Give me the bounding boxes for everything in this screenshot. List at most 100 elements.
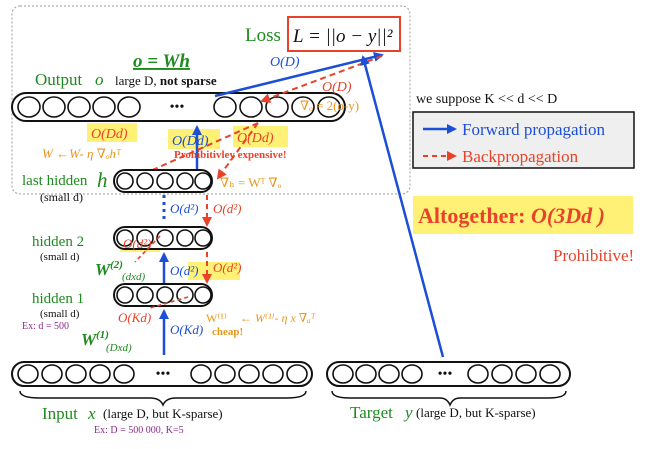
grad-o: ∇ₒ = 2(o-y)	[300, 98, 359, 113]
input-var: x	[87, 404, 96, 423]
loss-formula: L = ||o − y||²	[292, 26, 393, 47]
w1-dims: (Dxd)	[106, 342, 132, 354]
neuron	[194, 286, 212, 304]
neuron	[239, 96, 263, 118]
summary-prefix: Altogether:	[418, 203, 531, 228]
w2-sup: (2)	[110, 259, 123, 271]
neuron	[214, 364, 236, 384]
target-desc: (large D, but K-sparse)	[416, 405, 536, 420]
output-region-box	[11, 5, 411, 195]
neuron	[65, 364, 87, 384]
last-hidden-sub: (small d)	[40, 190, 83, 204]
cheap-note: cheap!	[212, 326, 243, 338]
hidden2-label: hidden 2	[32, 234, 84, 250]
neuron	[265, 96, 289, 118]
output-desc: large D, not sparse	[115, 73, 217, 88]
neuron	[117, 96, 141, 118]
neuron	[467, 364, 489, 384]
cost-d2-fwd: O(d²)	[170, 201, 198, 216]
cost-h2-back-right: O(d²)	[213, 260, 241, 275]
target-label: Target	[350, 403, 393, 422]
output-var: o	[95, 70, 104, 89]
last-hidden-label: last hidden	[22, 173, 88, 189]
w1-symbol: W(1)	[81, 329, 109, 349]
w1-update: ← W⁽¹⁾- η x ∇ₐᵀ	[240, 311, 316, 325]
neuron	[17, 96, 41, 118]
backward-arrow-output-to-weights	[128, 122, 259, 182]
output-equation: o = Wh	[133, 51, 190, 72]
neuron	[190, 364, 212, 384]
neuron	[262, 364, 284, 384]
hidden1-layer	[113, 283, 213, 307]
cost-dd-left: O(Dd)	[91, 127, 128, 142]
neuron	[378, 364, 400, 384]
neuron	[176, 286, 194, 304]
neuron	[89, 364, 111, 384]
input-brace	[19, 390, 307, 407]
neuron	[238, 364, 260, 384]
w2-sym: W	[95, 260, 112, 279]
neuron	[515, 364, 537, 384]
highlight-dd-mid	[168, 129, 220, 149]
output-layer: •••	[11, 92, 346, 122]
target-layer: •••	[326, 361, 571, 387]
weight-update-output: W ←W- η ∇ₒhᵀ	[42, 146, 122, 161]
target-brace	[331, 390, 567, 407]
neuron	[136, 229, 154, 247]
forward-arrow-output-to-loss	[214, 52, 384, 98]
neuron	[491, 364, 513, 384]
neuron	[156, 229, 174, 247]
neuron	[194, 229, 212, 247]
input-desc: (large D, but K-sparse)	[103, 406, 223, 421]
input-layer-frame	[11, 361, 313, 387]
neuron	[332, 364, 354, 384]
neuron	[176, 172, 194, 190]
highlight-dd-left	[87, 123, 137, 142]
neuron	[213, 96, 237, 118]
output-desc-bold: not sparse	[160, 73, 217, 88]
highlight-dd-right	[233, 126, 288, 147]
last-hidden-layer	[113, 169, 213, 193]
neuron	[317, 96, 341, 118]
cost-forward-loss: O(D)	[270, 55, 300, 70]
cost-h2-fwd: O(d²)	[170, 263, 198, 278]
legend-backward-label: Backpropagation	[462, 147, 579, 166]
w1-sup: (1)	[96, 329, 109, 341]
neuron	[176, 229, 194, 247]
ellipsis-dots: •••	[170, 100, 185, 115]
last-hidden-var: h	[97, 168, 108, 192]
output-desc-prefix: large D,	[115, 73, 160, 88]
neuron	[286, 364, 308, 384]
neuron	[156, 172, 174, 190]
cost-h2-back: O(d²)	[123, 236, 151, 251]
neuron	[42, 96, 66, 118]
backward-arrow-h2-to-w2	[134, 235, 161, 263]
legend-forward-label: Forward propagation	[462, 120, 606, 139]
neuron	[116, 229, 134, 247]
legend-assumption: we suppose K << d << D	[416, 92, 557, 107]
w1-update-sym: W⁽¹⁾	[206, 311, 227, 325]
input-example: Ex: D = 500 000, K=5	[94, 425, 184, 436]
cost-kd-back: O(Kd)	[118, 310, 151, 325]
neuron	[136, 172, 154, 190]
neuron	[92, 96, 116, 118]
neuron	[539, 364, 561, 384]
target-var: y	[403, 403, 413, 422]
ellipsis-dots: •••	[156, 367, 171, 382]
highlight-w1-update	[188, 262, 240, 280]
w2-dims: (dxd)	[122, 271, 146, 283]
neuron	[194, 172, 212, 190]
cost-dd-mid: O(Dd)	[172, 134, 209, 149]
cost-kd-fwd: O(Kd)	[170, 322, 203, 337]
output-label: Output	[35, 70, 83, 89]
cost-d2-back: O(d²)	[213, 201, 241, 216]
neuron	[116, 172, 134, 190]
loss-label: Loss	[245, 25, 281, 46]
w1-sym: W	[81, 330, 98, 349]
grad-h: ∇ₕ = Wᵀ ∇ₒ	[220, 175, 282, 190]
summary-line: Altogether: O(3Dd )	[418, 203, 605, 228]
loss-box	[287, 16, 401, 52]
neuron	[17, 364, 39, 384]
neuron	[401, 364, 423, 384]
